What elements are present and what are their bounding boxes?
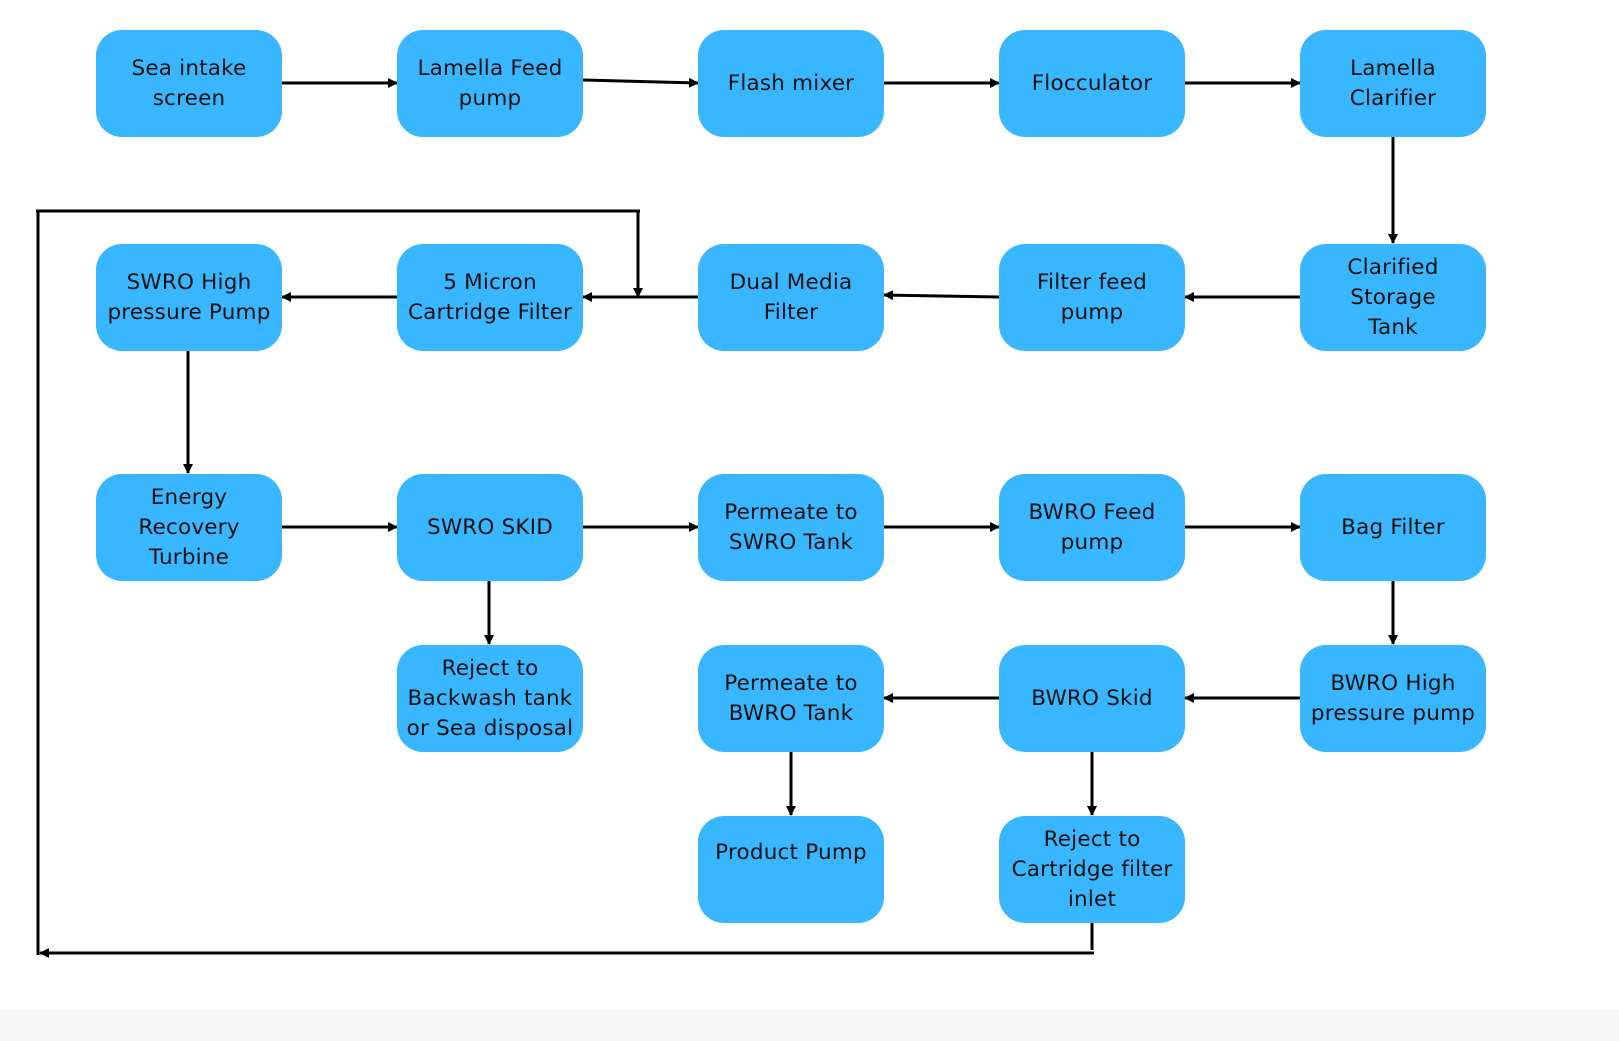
node-label: Lamella Clarifier: [1349, 55, 1437, 111]
node-lamella-feed-pump[interactable]: Lamella Feed pump: [397, 30, 583, 137]
node-label: Reject to Backwash tank or Sea disposal: [406, 655, 574, 741]
node-label: BWRO Skid: [1031, 685, 1153, 711]
node-swro-skid[interactable]: SWRO SKID: [397, 474, 583, 581]
node-label: SWRO SKID: [426, 514, 554, 540]
node-label: SWRO High pressure Pump: [107, 269, 271, 325]
node-label: Lamella Feed pump: [417, 55, 563, 111]
flow-diagram-canvas: Sea intake screen Lamella Feed pump Flas…: [36, 30, 1486, 958]
node-bag-filter[interactable]: Bag Filter: [1300, 474, 1486, 581]
node-bwro-feed-pump[interactable]: BWRO Feed pump: [999, 474, 1185, 581]
node-label: Product Pump: [715, 840, 867, 865]
node-label: Permeate to BWRO Tank: [724, 670, 858, 726]
node-swro-high-pressure-pump[interactable]: SWRO High pressure Pump: [96, 244, 282, 351]
node-clarified-storage-tank[interactable]: Clarified Storage Tank: [1300, 244, 1486, 351]
node-product-pump[interactable]: Product Pump: [698, 816, 884, 923]
node-permeate-to-bwro-tank[interactable]: Permeate to BWRO Tank: [698, 645, 884, 752]
node-sea-intake-screen[interactable]: Sea intake screen: [96, 30, 282, 137]
node-label: Sea intake screen: [131, 55, 247, 111]
node-label: Flocculator: [1031, 70, 1153, 96]
node-label: Reject to Cartridge filter inlet: [1011, 826, 1173, 912]
node-reject-to-cartridge-inlet[interactable]: Reject to Cartridge filter inlet: [999, 816, 1185, 923]
node-label: Flash mixer: [727, 70, 855, 96]
node-label: Dual Media Filter: [729, 269, 853, 325]
node-label: Filter feed pump: [1037, 269, 1147, 325]
node-energy-recovery-turbine[interactable]: Energy Recovery Turbine: [96, 474, 282, 581]
node-bwro-skid[interactable]: BWRO Skid: [999, 645, 1185, 752]
node-label: Permeate to SWRO Tank: [724, 499, 858, 555]
node-flash-mixer[interactable]: Flash mixer: [698, 30, 884, 137]
node-permeate-to-swro-tank[interactable]: Permeate to SWRO Tank: [698, 474, 884, 581]
node-lamella-clarifier[interactable]: Lamella Clarifier: [1300, 30, 1486, 137]
node-bwro-high-pressure-pump[interactable]: BWRO High pressure pump: [1300, 645, 1486, 752]
node-label: BWRO Feed pump: [1028, 499, 1156, 555]
node-label: Energy Recovery Turbine: [138, 484, 240, 570]
node-label: Bag Filter: [1341, 514, 1445, 540]
edge-lamella-feed-pump-to-flash-mixer: [582, 77, 699, 88]
connector-layer: [36, 77, 1398, 958]
node-label: Clarified Storage Tank: [1347, 254, 1439, 340]
node-filter-feed-pump[interactable]: Filter feed pump: [999, 244, 1185, 351]
node-label: BWRO High pressure pump: [1310, 670, 1476, 726]
node-dual-media-filter[interactable]: Dual Media Filter: [698, 244, 884, 351]
edge-filter-feed-pump-to-dual-media-filter: [883, 290, 1000, 301]
node-flocculator[interactable]: Flocculator: [999, 30, 1185, 137]
node-reject-to-backwash[interactable]: Reject to Backwash tank or Sea disposal: [397, 645, 583, 752]
node-label: 5 Micron Cartridge Filter: [407, 269, 573, 325]
node-cartridge-filter[interactable]: 5 Micron Cartridge Filter: [397, 244, 583, 351]
